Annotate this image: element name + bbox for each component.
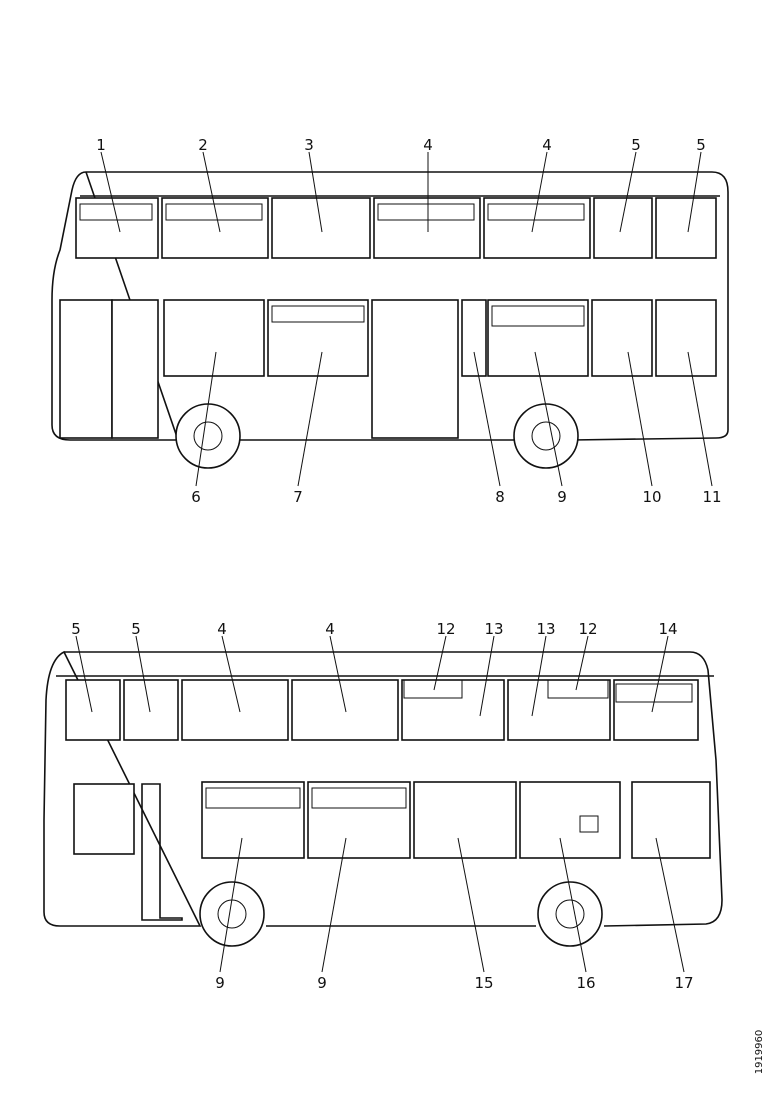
label-a-top-5: 4 [542, 136, 552, 154]
label-a-bottom-2: 7 [293, 488, 303, 506]
label-b-top-3: 4 [217, 620, 227, 638]
window-a-4a-vent [377, 203, 475, 221]
door-a-front-right [111, 299, 159, 439]
label-a-bottom-3: 8 [495, 488, 505, 506]
bus-a-upper-windows [75, 197, 717, 259]
bus-a-lower-windows [59, 299, 717, 439]
window-a-5a [593, 197, 653, 259]
window-a-4a [373, 197, 481, 259]
label-a-bottom-6: 11 [702, 488, 721, 506]
label-a-top-1: 1 [96, 136, 106, 154]
bus-a-top-labels: 1 2 3 4 4 5 5 [96, 136, 706, 154]
window-a-1-vent [79, 203, 153, 221]
label-a-bottom-4: 9 [557, 488, 567, 506]
window-a-7-vent [271, 305, 365, 323]
bus-a-bottom-labels: 6 7 8 9 10 11 [191, 488, 721, 506]
bus-b-top-leaders [75, 635, 669, 717]
bus-a-wheels [175, 403, 579, 469]
window-a-4b-vent [487, 203, 585, 221]
window-a-5b [655, 197, 717, 259]
wheel-b-front [537, 881, 603, 947]
label-b-bottom-1: 9 [215, 974, 225, 992]
window-b-17 [631, 781, 711, 859]
window-a-10 [591, 299, 653, 377]
door-a-middle [371, 299, 459, 439]
wheel-a-rear-hub [531, 421, 561, 451]
bus-a-bottom-leaders [195, 351, 713, 487]
window-b-9b-vent [311, 787, 407, 809]
window-b-14 [613, 679, 699, 741]
bus-b-body-outline [43, 650, 723, 927]
window-b-15 [413, 781, 517, 859]
label-b-bottom-4: 16 [576, 974, 595, 992]
label-b-top-8: 12 [578, 620, 597, 638]
bus-b-upper-windows [65, 679, 699, 741]
bus-b-bottom-leaders [219, 837, 685, 973]
door-a-front-left [59, 299, 113, 439]
bus-b-wheels [199, 881, 603, 947]
wheel-b-front-hub [555, 899, 585, 929]
label-b-top-1: 5 [71, 620, 81, 638]
window-a-9-vent [491, 305, 585, 327]
label-a-bottom-1: 6 [191, 488, 201, 506]
window-b-12a [403, 679, 463, 699]
window-b-rear [73, 783, 135, 855]
label-a-top-3: 3 [304, 136, 314, 154]
window-b-9a-vent [205, 787, 301, 809]
label-b-bottom-5: 17 [674, 974, 693, 992]
label-a-top-7: 5 [696, 136, 706, 154]
bus-side-b: 5 5 4 4 12 13 13 12 14 9 9 15 16 17 [43, 620, 723, 992]
label-b-bottom-2: 9 [317, 974, 327, 992]
wheel-a-front [175, 403, 241, 469]
label-a-top-6: 5 [631, 136, 641, 154]
label-b-bottom-3: 15 [474, 974, 493, 992]
window-a-11 [655, 299, 717, 377]
door-b-rear [141, 783, 183, 921]
window-b-13b [507, 679, 611, 741]
window-b-9a [201, 781, 305, 859]
label-a-top-4: 4 [423, 136, 433, 154]
wheel-a-rear [513, 403, 579, 469]
window-a-7 [267, 299, 369, 377]
label-b-top-2: 5 [131, 620, 141, 638]
bus-b-lower-windows [73, 781, 711, 921]
label-b-top-4: 4 [325, 620, 335, 638]
reference-number: 1919960 [754, 1030, 765, 1075]
bus-a-body-outline [51, 171, 729, 441]
window-a-1 [75, 197, 159, 259]
bus-b-top-labels: 5 5 4 4 12 13 13 12 14 [71, 620, 677, 638]
label-b-top-6: 13 [484, 620, 503, 638]
window-b-9b [307, 781, 411, 859]
window-b-4b [291, 679, 399, 741]
label-b-top-9: 14 [658, 620, 677, 638]
bus-a-top-leaders [100, 151, 702, 233]
window-b-16-latch [579, 815, 599, 833]
window-a-9 [487, 299, 589, 377]
label-a-top-2: 2 [198, 136, 208, 154]
window-a-8 [461, 299, 487, 377]
window-b-5b [123, 679, 179, 741]
bus-side-a: 1 2 3 4 4 5 5 6 7 8 9 10 11 [51, 136, 729, 506]
wheel-b-rear [199, 881, 265, 947]
window-b-13a [401, 679, 505, 741]
bus-b-bottom-labels: 9 9 15 16 17 [215, 974, 693, 992]
wheel-a-front-hub [193, 421, 223, 451]
label-a-bottom-5: 10 [642, 488, 661, 506]
label-b-top-7: 13 [536, 620, 555, 638]
window-b-5a [65, 679, 121, 741]
label-b-top-5: 12 [436, 620, 455, 638]
window-b-16 [519, 781, 621, 859]
